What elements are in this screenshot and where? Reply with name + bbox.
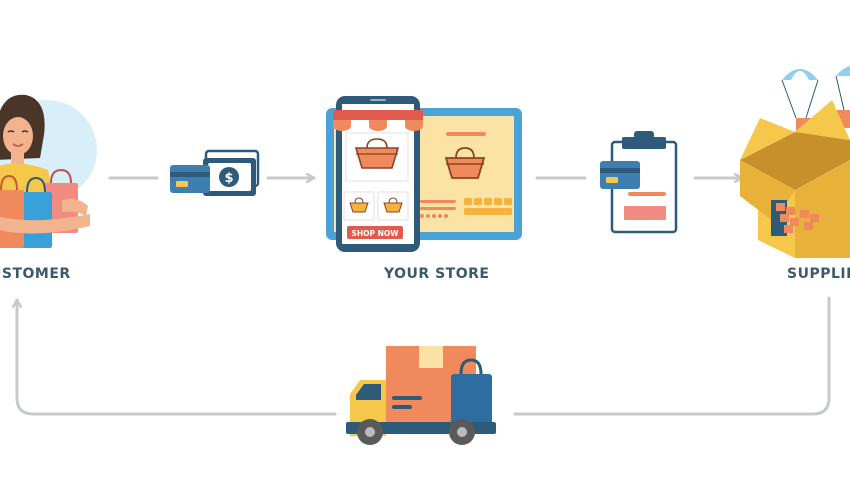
arrow-supplier-to-truck — [513, 296, 831, 416]
online-store-icon: SHOP NOW — [326, 96, 522, 252]
connectors — [17, 178, 831, 416]
clipboard-order-icon — [600, 131, 678, 234]
supplier-box-icon — [740, 66, 850, 258]
shop-now-button[interactable] — [347, 226, 403, 239]
payment-card-cash-icon: $ — [170, 149, 260, 196]
shop-now-label: SHOP NOW — [351, 229, 399, 238]
your-store-label: YOUR STORE — [384, 266, 490, 282]
supplier-label: SUPPLIE — [787, 266, 850, 282]
svg-text:$: $ — [224, 171, 233, 186]
customer-with-bags-icon — [0, 94, 97, 248]
delivery-truck-icon — [346, 346, 496, 445]
arrow-truck-to-customer — [17, 298, 337, 416]
customer-label: USTOMER — [0, 266, 71, 282]
